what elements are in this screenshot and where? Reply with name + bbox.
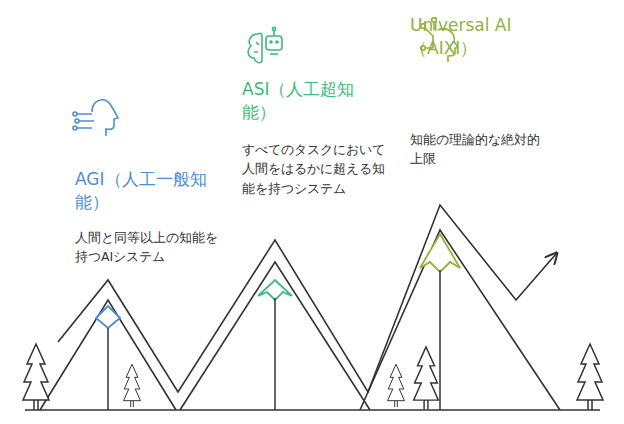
heading-label: Universal AI（AIXI）: [410, 14, 560, 60]
tree: [124, 364, 141, 407]
tree: [414, 347, 439, 410]
description-label: 知能の理論的な絶対的上限: [410, 130, 550, 169]
aixi-cap: [420, 234, 460, 272]
tree: [388, 364, 405, 407]
description-label: すべてのタスクにおいて人間をはるかに超える知能を持つシステム: [242, 140, 392, 198]
path-arrow: [58, 205, 556, 392]
ground-line: [25, 409, 600, 411]
heading-label: AGI（人工一般知能）: [75, 168, 207, 214]
description-label: 人間と同等以上の知能を持つAIシステム: [75, 228, 225, 267]
heading-label: ASI（人工超知能）: [242, 78, 382, 124]
tree: [23, 344, 49, 410]
asi-icon: [248, 27, 282, 62]
tree: [577, 344, 603, 410]
asi-cap: [258, 280, 292, 300]
agi-icon: [73, 100, 118, 136]
agi-cap: [96, 306, 120, 328]
